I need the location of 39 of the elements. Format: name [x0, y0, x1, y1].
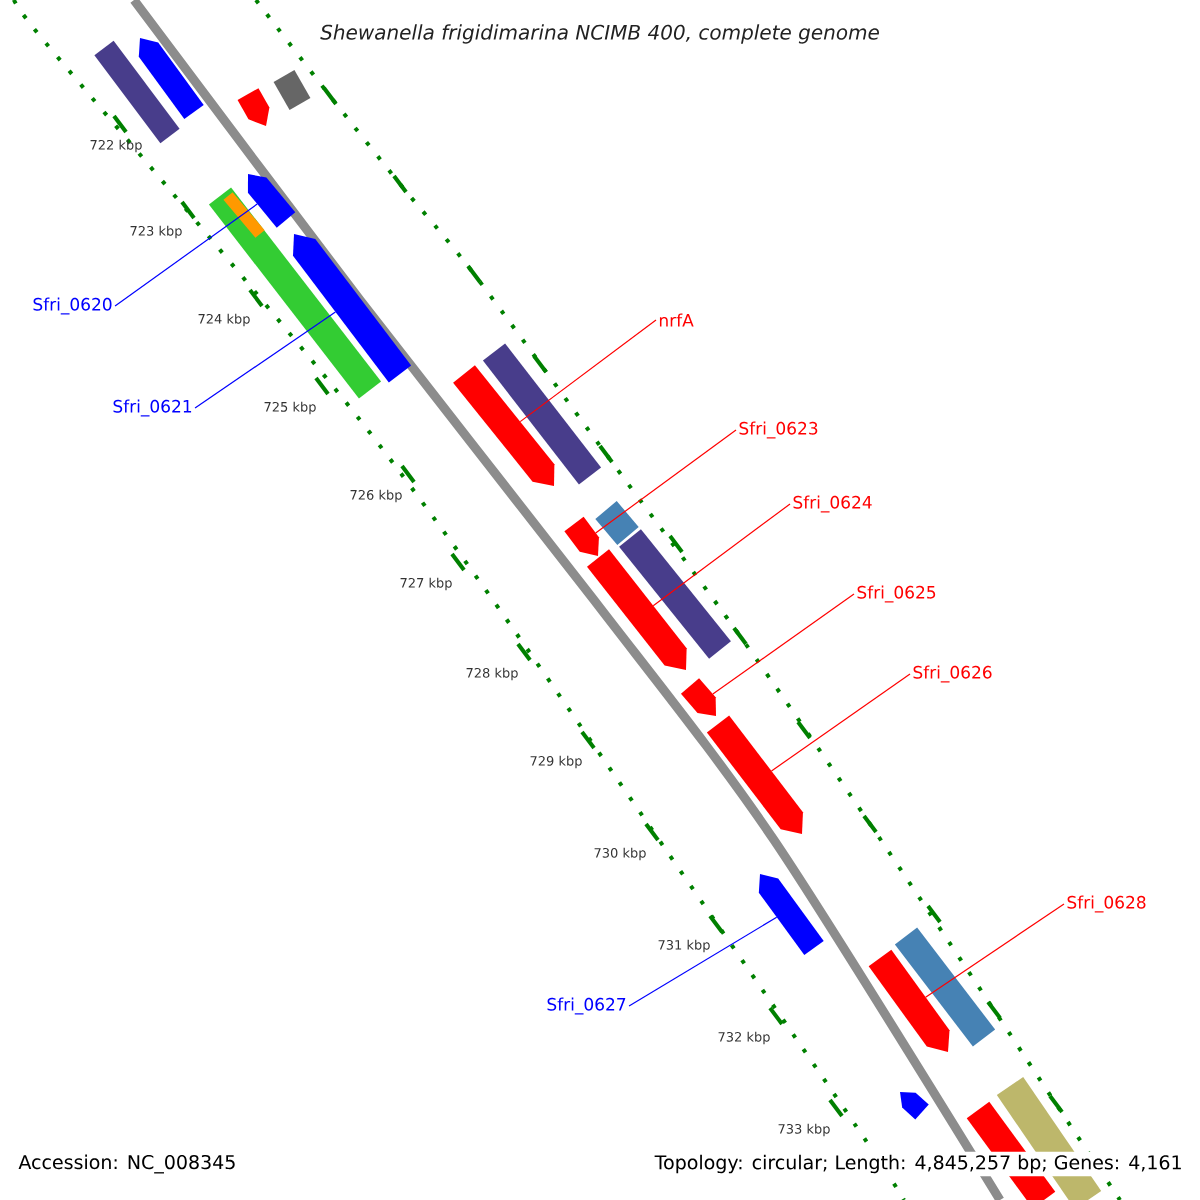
gene-bar [595, 500, 639, 546]
gene-label: Sfri_0626 [913, 665, 992, 683]
gene-block [758, 874, 824, 956]
gene-block [138, 38, 204, 120]
leader-line [194, 311, 337, 409]
leader-line [925, 903, 1065, 998]
info-text: Topology: circular; Length: 4,845,257 bp; Genes: 4,161 [651, 1151, 1186, 1177]
gene-bar [894, 927, 996, 1047]
gene-block [900, 1092, 929, 1120]
gene-bar [223, 192, 265, 238]
gene-block [680, 678, 716, 716]
gene-block [453, 365, 555, 486]
leader-line [114, 203, 258, 307]
gene-label: Sfri_0621 [113, 399, 192, 417]
leader-line [770, 673, 911, 772]
gene-label: Sfri_0627 [547, 997, 626, 1015]
leader-line [652, 503, 791, 607]
gene-label: Sfri_0623 [739, 421, 818, 439]
gene-bar [273, 70, 311, 110]
gene-block [564, 516, 599, 556]
leader-line [519, 319, 657, 423]
info-text: Accession: NC_008345 [18, 1154, 235, 1174]
gene-block [706, 715, 803, 834]
gene-block [237, 88, 270, 126]
gene-label: Sfri_0624 [793, 495, 872, 513]
gene-bar [619, 529, 731, 659]
gene-block [293, 234, 412, 383]
gene-label: Sfri_0620 [33, 297, 112, 315]
gene-label: Sfri_0625 [857, 585, 936, 603]
gene-label: nrfA [659, 313, 694, 327]
title: Shewanella frigidimarina NCIMB 400, complete genome [320, 24, 879, 44]
leader-line [628, 916, 778, 1007]
leader-line [712, 593, 855, 695]
gene-block [868, 949, 950, 1052]
gene-bar [482, 343, 602, 485]
leader-line [595, 429, 737, 534]
gene-block [587, 549, 687, 670]
gene-block [247, 174, 296, 228]
gene-label: Sfri_0628 [1067, 895, 1146, 913]
